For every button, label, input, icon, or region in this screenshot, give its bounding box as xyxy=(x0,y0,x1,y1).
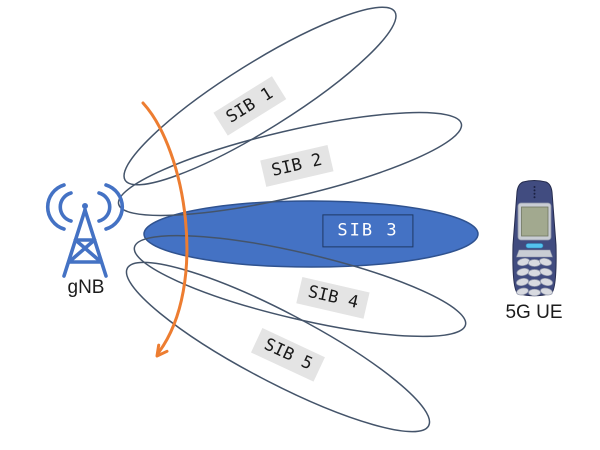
gnb-tower-icon xyxy=(45,183,125,278)
phone-menu-key xyxy=(525,243,544,249)
beam-ellipse-sib1 xyxy=(123,6,397,186)
phone-speaker-dots xyxy=(533,186,536,199)
beam-ellipse-sib3-active xyxy=(143,200,479,268)
ue-phone-icon xyxy=(512,180,557,297)
beam-ellipse-sib2 xyxy=(117,111,463,217)
beam-ellipse-sib5 xyxy=(125,261,431,433)
ue-label: 5G UE xyxy=(505,302,563,323)
beam-sweep-arrow-icon xyxy=(141,101,189,358)
phone-screen xyxy=(521,206,549,237)
phone-softkeys xyxy=(516,249,553,258)
phone-keypad xyxy=(516,257,553,297)
beam-ellipse-sib4 xyxy=(133,234,467,338)
beam-label-sib3: SIB 3 xyxy=(322,214,414,248)
gnb-label: gNB xyxy=(67,277,105,298)
